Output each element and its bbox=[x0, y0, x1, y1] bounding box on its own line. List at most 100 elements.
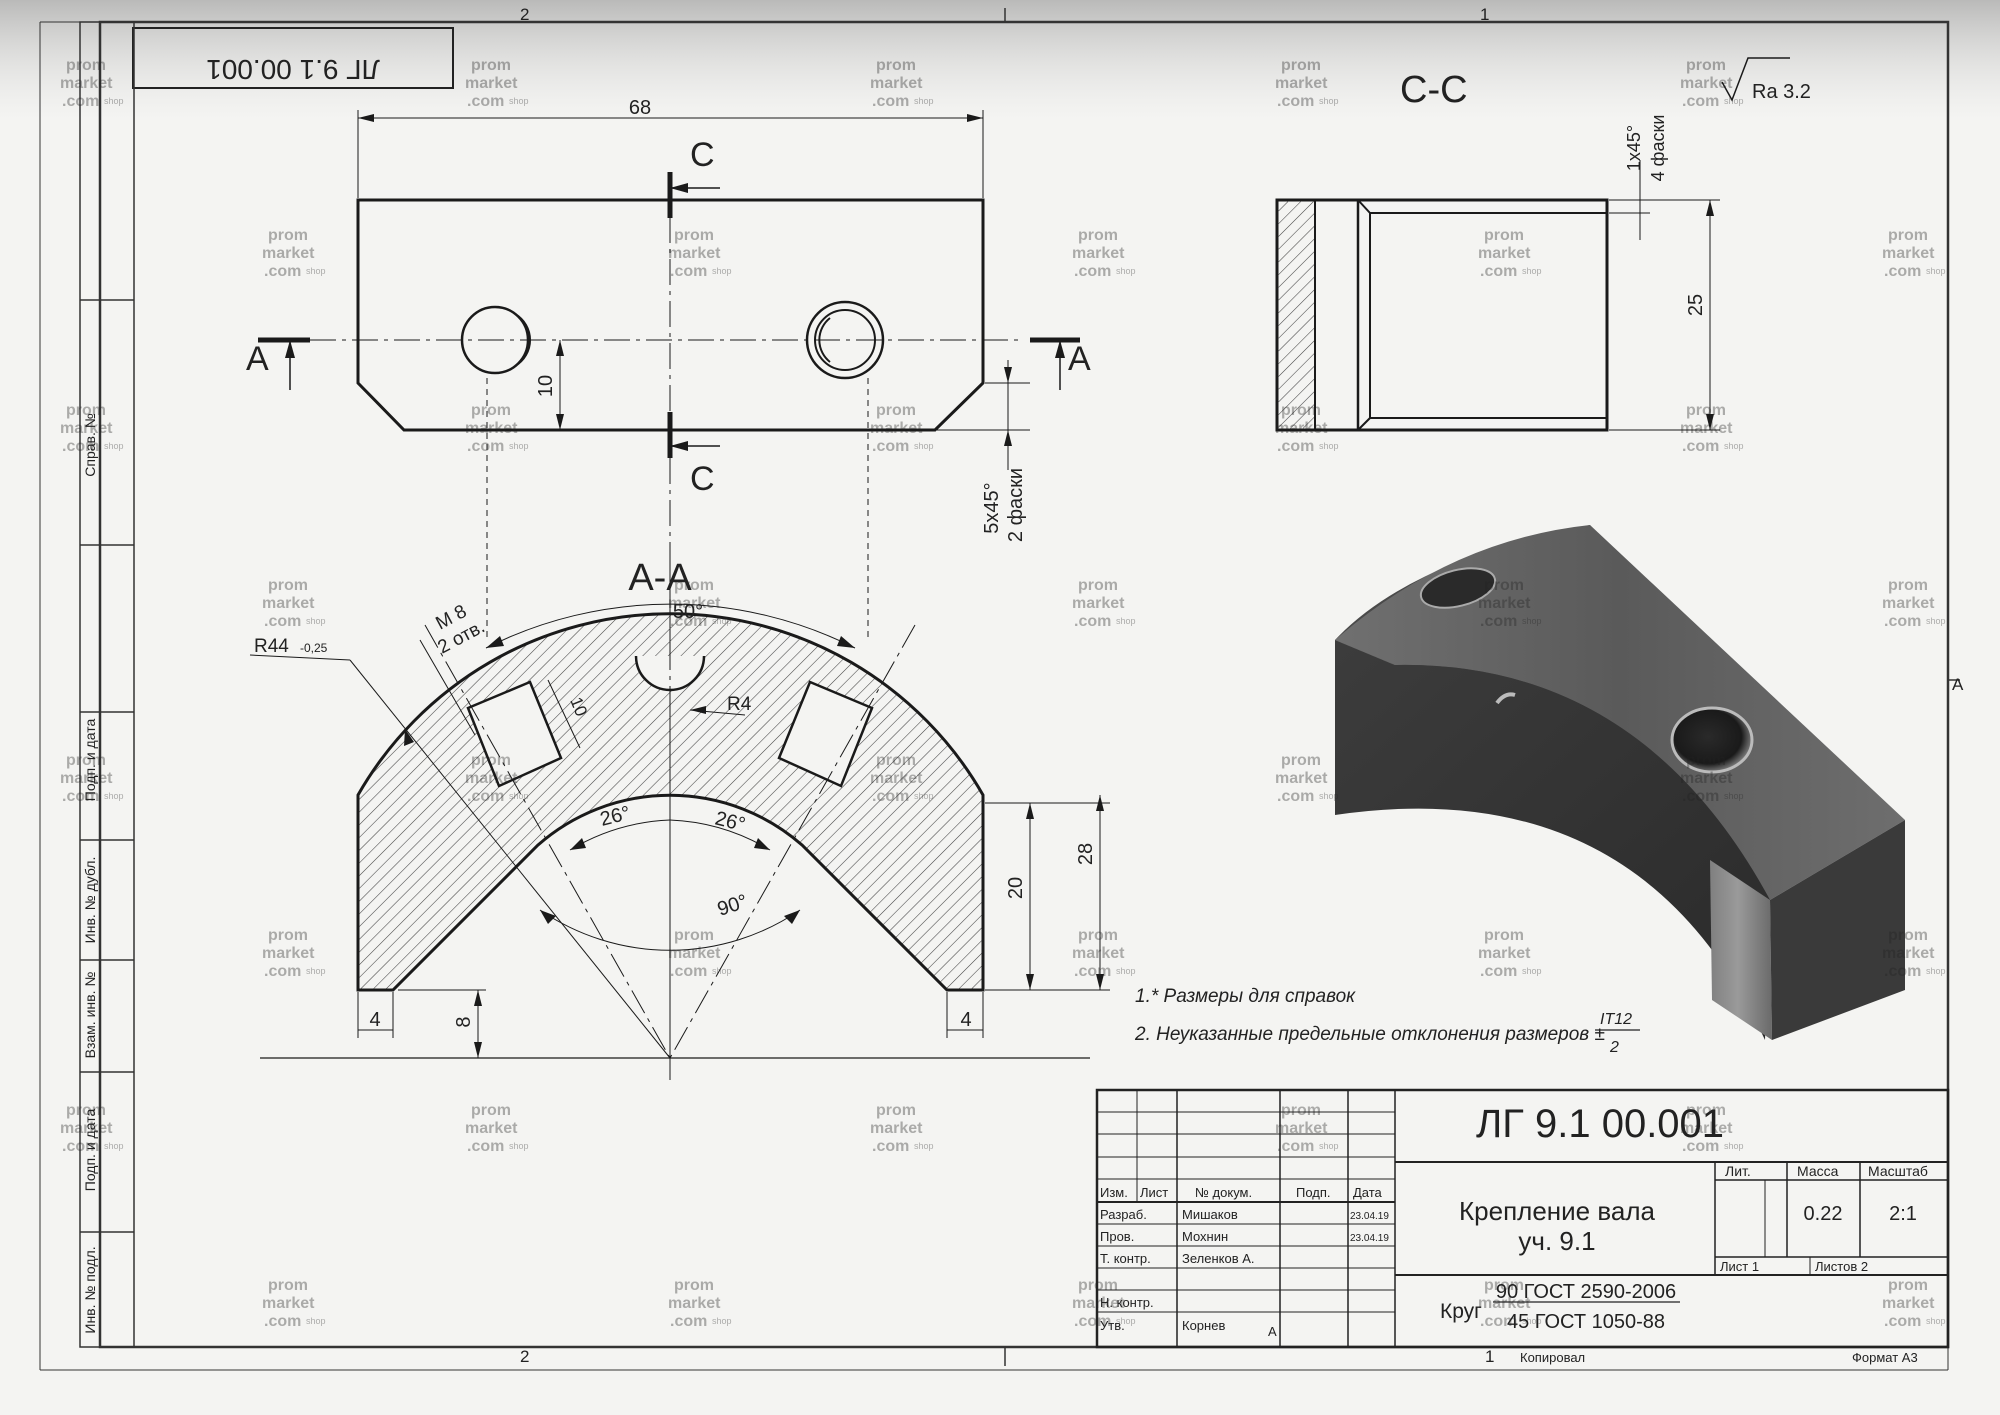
strip-inv-podl-label: Инв. № подл. bbox=[82, 1246, 98, 1333]
tb-material-top: 90 ГОСТ 2590-2006 bbox=[1496, 1281, 1676, 1303]
chamfer-cc-1: 1x45° bbox=[1624, 125, 1644, 171]
watermark-line3: .com bbox=[1682, 438, 1719, 455]
watermark-line1: prom bbox=[1484, 1277, 1524, 1294]
watermark-line2: market bbox=[1478, 595, 1531, 612]
dim-10-top: 10 bbox=[535, 375, 557, 397]
watermark-suffix: shop bbox=[1522, 1316, 1542, 1326]
watermark-line1: prom bbox=[268, 927, 308, 944]
watermark-line3: .com bbox=[670, 613, 707, 630]
angle-50: 50° bbox=[673, 601, 703, 623]
watermark-line2: market bbox=[60, 420, 113, 437]
watermark-line1: prom bbox=[66, 57, 106, 74]
watermark-line1: prom bbox=[1078, 577, 1118, 594]
strip-sprav-label: Справ. № bbox=[82, 413, 98, 477]
radius-r4: R4 bbox=[727, 694, 752, 715]
watermark-line2: market bbox=[668, 595, 721, 612]
watermark-line2: market bbox=[1882, 595, 1935, 612]
watermark-line1: prom bbox=[66, 1102, 106, 1119]
watermark-suffix: shop bbox=[1319, 791, 1339, 801]
mirrored-code: ЛГ 9.1 00.001 bbox=[206, 54, 380, 85]
watermark-line2: market bbox=[1478, 245, 1531, 262]
strip-vzam-inv-label: Взам. инв. № bbox=[82, 972, 98, 1059]
watermark-line2: market bbox=[870, 1120, 923, 1137]
watermark-line3: .com bbox=[62, 438, 99, 455]
watermark-suffix: shop bbox=[104, 791, 124, 801]
tb-role-name: Корнев bbox=[1182, 1318, 1225, 1333]
watermark-line2: market bbox=[1072, 245, 1125, 262]
isometric-view bbox=[1335, 525, 1905, 1040]
section-aa-title: A-A bbox=[628, 557, 692, 599]
section-cc bbox=[1275, 57, 1790, 432]
watermark-line2: market bbox=[1478, 945, 1531, 962]
strip-inv-dubl-label: Инв. № дубл. bbox=[82, 857, 98, 944]
watermark-suffix: shop bbox=[914, 1141, 934, 1151]
title-name-line1: Крепление вала bbox=[1459, 1196, 1655, 1226]
watermark-line2: market bbox=[60, 770, 113, 787]
watermark-line3: .com bbox=[1074, 613, 1111, 630]
watermark-suffix: shop bbox=[1724, 441, 1744, 451]
watermark-suffix: shop bbox=[712, 1316, 732, 1326]
watermark-line1: prom bbox=[1888, 1277, 1928, 1294]
dim-4-left: 4 bbox=[369, 1009, 380, 1031]
watermark-line3: .com bbox=[1277, 93, 1314, 110]
section-a-label-right: A bbox=[1068, 340, 1091, 378]
watermark-line3: .com bbox=[1682, 93, 1719, 110]
watermark-line1: prom bbox=[268, 227, 308, 244]
watermark-suffix: shop bbox=[914, 791, 934, 801]
watermark-line2: market bbox=[1882, 1295, 1935, 1312]
watermark-line2: market bbox=[60, 1120, 113, 1137]
watermark-line1: prom bbox=[876, 1102, 916, 1119]
tb-material-bottom: 45 ГОСТ 1050-88 bbox=[1507, 1311, 1665, 1333]
tb-role-name: Зеленков А. bbox=[1182, 1251, 1255, 1266]
watermark-line3: .com bbox=[264, 963, 301, 980]
watermark-line1: prom bbox=[674, 577, 714, 594]
watermark-suffix: shop bbox=[306, 616, 326, 626]
strip-podp-data-label-1: Подп. и дата bbox=[82, 719, 98, 802]
dim-68: 68 bbox=[629, 97, 651, 119]
watermark-line1: prom bbox=[66, 402, 106, 419]
title-block bbox=[1095, 1088, 1950, 1349]
watermark-line2: market bbox=[262, 595, 315, 612]
format-label: Формат А3 bbox=[1852, 1350, 1918, 1365]
strip-podp-data-label-2: Подп. и дата bbox=[82, 1109, 98, 1192]
watermark-line1: prom bbox=[471, 57, 511, 74]
dim-4-right: 4 bbox=[960, 1009, 971, 1031]
note-fraction-top: IT12 bbox=[1600, 1011, 1632, 1028]
tb-role-label: Пров. bbox=[1100, 1229, 1134, 1244]
watermark-line2: market bbox=[870, 770, 923, 787]
roughness-label: Ra 3.2 bbox=[1752, 81, 1811, 103]
watermark-line2: market bbox=[465, 1120, 518, 1137]
watermark-line2: market bbox=[262, 1295, 315, 1312]
watermark-line3: .com bbox=[264, 1313, 301, 1330]
watermark-suffix: shop bbox=[1724, 791, 1744, 801]
tb-utv-initial: А bbox=[1268, 1324, 1277, 1339]
watermark-suffix: shop bbox=[1724, 1141, 1744, 1151]
left-strip bbox=[79, 21, 135, 1348]
watermark-suffix: shop bbox=[914, 96, 934, 106]
watermark-line2: market bbox=[1478, 1295, 1531, 1312]
angle-26-right: 26° bbox=[713, 808, 748, 837]
note-2: 2. Неуказанные предельные отклонения раз… bbox=[1134, 1024, 1605, 1045]
watermark-line1: prom bbox=[1281, 1102, 1321, 1119]
watermark-line3: .com bbox=[670, 263, 707, 280]
watermark-line3: .com bbox=[1480, 1313, 1517, 1330]
notes-block: 1.* Размеры для справок 2. Неуказанные п… bbox=[1134, 986, 1640, 1056]
watermark-line2: market bbox=[668, 245, 721, 262]
watermark-line1: prom bbox=[1686, 1102, 1726, 1119]
watermark-suffix: shop bbox=[1522, 266, 1542, 276]
